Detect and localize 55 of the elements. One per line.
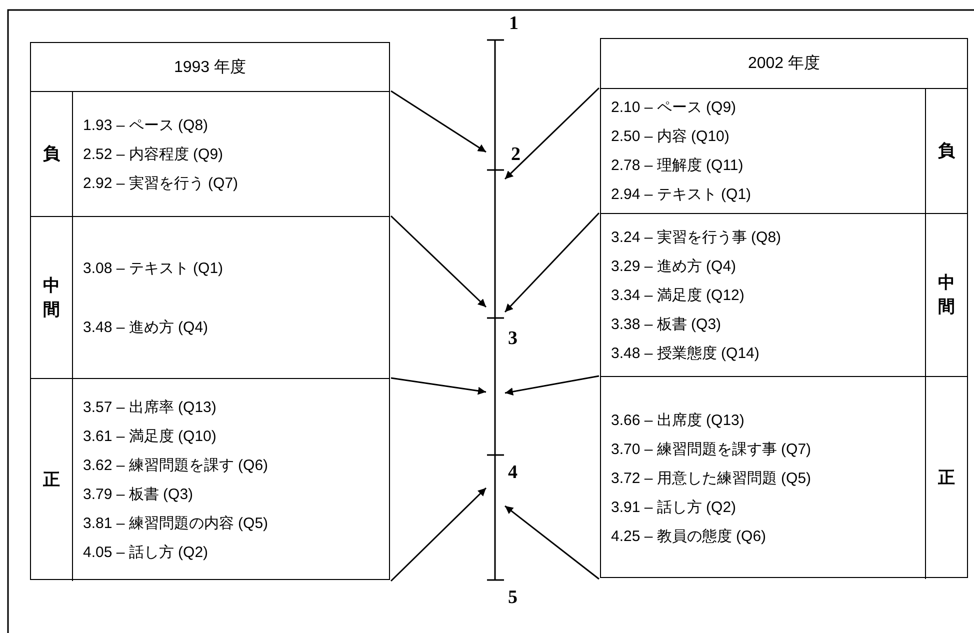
axis-label: 3	[508, 328, 518, 350]
table-panel	[600, 38, 968, 578]
list-item: 3.57 – 出席率 (Q13)	[83, 398, 216, 418]
category-label: 中間	[42, 274, 60, 320]
table-section	[31, 378, 389, 581]
category-label: 正	[938, 467, 956, 489]
arrow	[390, 487, 487, 582]
category-label: 正	[42, 469, 60, 491]
list-item: 4.25 – 教員の態度 (Q6)	[611, 526, 766, 546]
list-item: 3.79 – 板書 (Q3)	[83, 485, 194, 505]
list-item: 2.94 – テキスト (Q1)	[611, 185, 752, 205]
axis-label: 2	[511, 144, 520, 166]
category-label: 負	[42, 143, 60, 165]
list-item: 2.50 – 内容 (Q10)	[611, 127, 730, 147]
arrow	[504, 87, 600, 180]
list-item: 3.91 – 話し方 (Q2)	[611, 498, 736, 518]
arrow	[504, 212, 600, 313]
list-item: 3.70 – 練習問題を課す事 (Q7)	[611, 440, 812, 460]
table-section	[601, 213, 967, 376]
category-label: 中間	[938, 272, 956, 318]
axis-label: 4	[508, 462, 518, 484]
list-item: 3.24 – 実習を行う事 (Q8)	[611, 228, 782, 248]
list-item: 2.78 – 理解度 (Q11)	[611, 156, 744, 176]
list-item: 1.93 – ペース (Q8)	[83, 116, 208, 136]
arrow	[390, 90, 486, 153]
table-section	[31, 216, 389, 378]
arrow	[390, 377, 486, 395]
list-item: 3.66 – 出席度 (Q13)	[611, 410, 744, 430]
column-heading: 2002 年度	[748, 54, 820, 74]
list-item: 3.38 – 板書 (Q3)	[611, 314, 722, 334]
category-label: 負	[938, 140, 956, 162]
arrow	[504, 505, 600, 580]
list-item: 2.10 – ペース (Q9)	[611, 98, 736, 118]
table-panel	[30, 42, 390, 580]
list-item: 3.48 – 授業態度 (Q14)	[611, 344, 760, 364]
list-item: 2.92 – 実習を行う (Q7)	[83, 174, 238, 194]
list-item: 3.61 – 満足度 (Q10)	[83, 427, 216, 447]
axis-label: 5	[508, 587, 518, 609]
column-heading: 1993 年度	[174, 58, 246, 78]
list-item: 2.52 – 内容程度 (Q9)	[83, 144, 224, 164]
list-item: 3.48 – 進め方 (Q4)	[83, 318, 208, 338]
list-item: 3.62 – 練習問題を課す (Q6)	[83, 456, 268, 476]
table-section	[601, 88, 967, 213]
arrow	[504, 375, 600, 396]
list-item: 3.34 – 満足度 (Q12)	[611, 286, 744, 306]
list-item: 3.81 – 練習問題の内容 (Q5)	[83, 514, 268, 534]
list-item: 3.72 – 用意した練習問題 (Q5)	[611, 468, 812, 488]
arrow	[390, 215, 487, 308]
list-item: 4.05 – 話し方 (Q2)	[83, 543, 208, 563]
list-item: 3.29 – 進め方 (Q4)	[611, 256, 736, 276]
scale-axis	[486, 39, 505, 581]
table-section	[601, 376, 967, 579]
table-section	[31, 91, 389, 216]
axis-label: 1	[509, 13, 518, 35]
list-item: 3.08 – テキスト (Q1)	[83, 258, 224, 278]
